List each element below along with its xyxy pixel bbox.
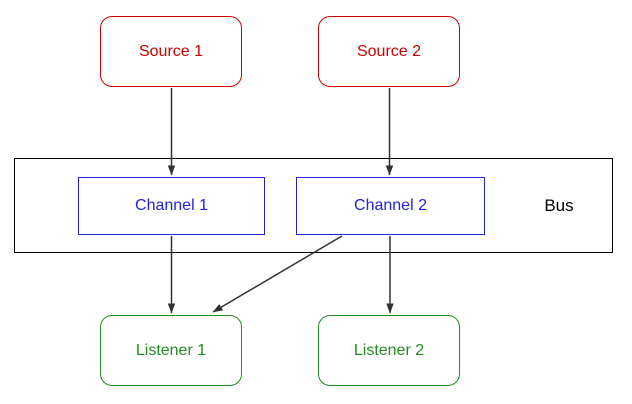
node-listener-2-label: Listener 2 [353,341,425,359]
node-channel-2-label: Channel 2 [354,197,427,214]
node-channel-1-label: Channel 1 [135,197,208,214]
node-listener-2: Listener 2 [318,315,460,386]
node-source-2-label: Source 2 [356,42,422,60]
node-channel-2: Channel 2 [296,177,485,235]
node-source-2: Source 2 [318,16,460,87]
node-source-1-label: Source 1 [138,42,204,60]
bus-label: Bus [544,195,574,215]
node-source-1: Source 1 [100,16,242,87]
node-channel-1: Channel 1 [78,177,265,235]
node-listener-1-label: Listener 1 [135,341,207,359]
node-listener-1: Listener 1 [100,315,242,386]
